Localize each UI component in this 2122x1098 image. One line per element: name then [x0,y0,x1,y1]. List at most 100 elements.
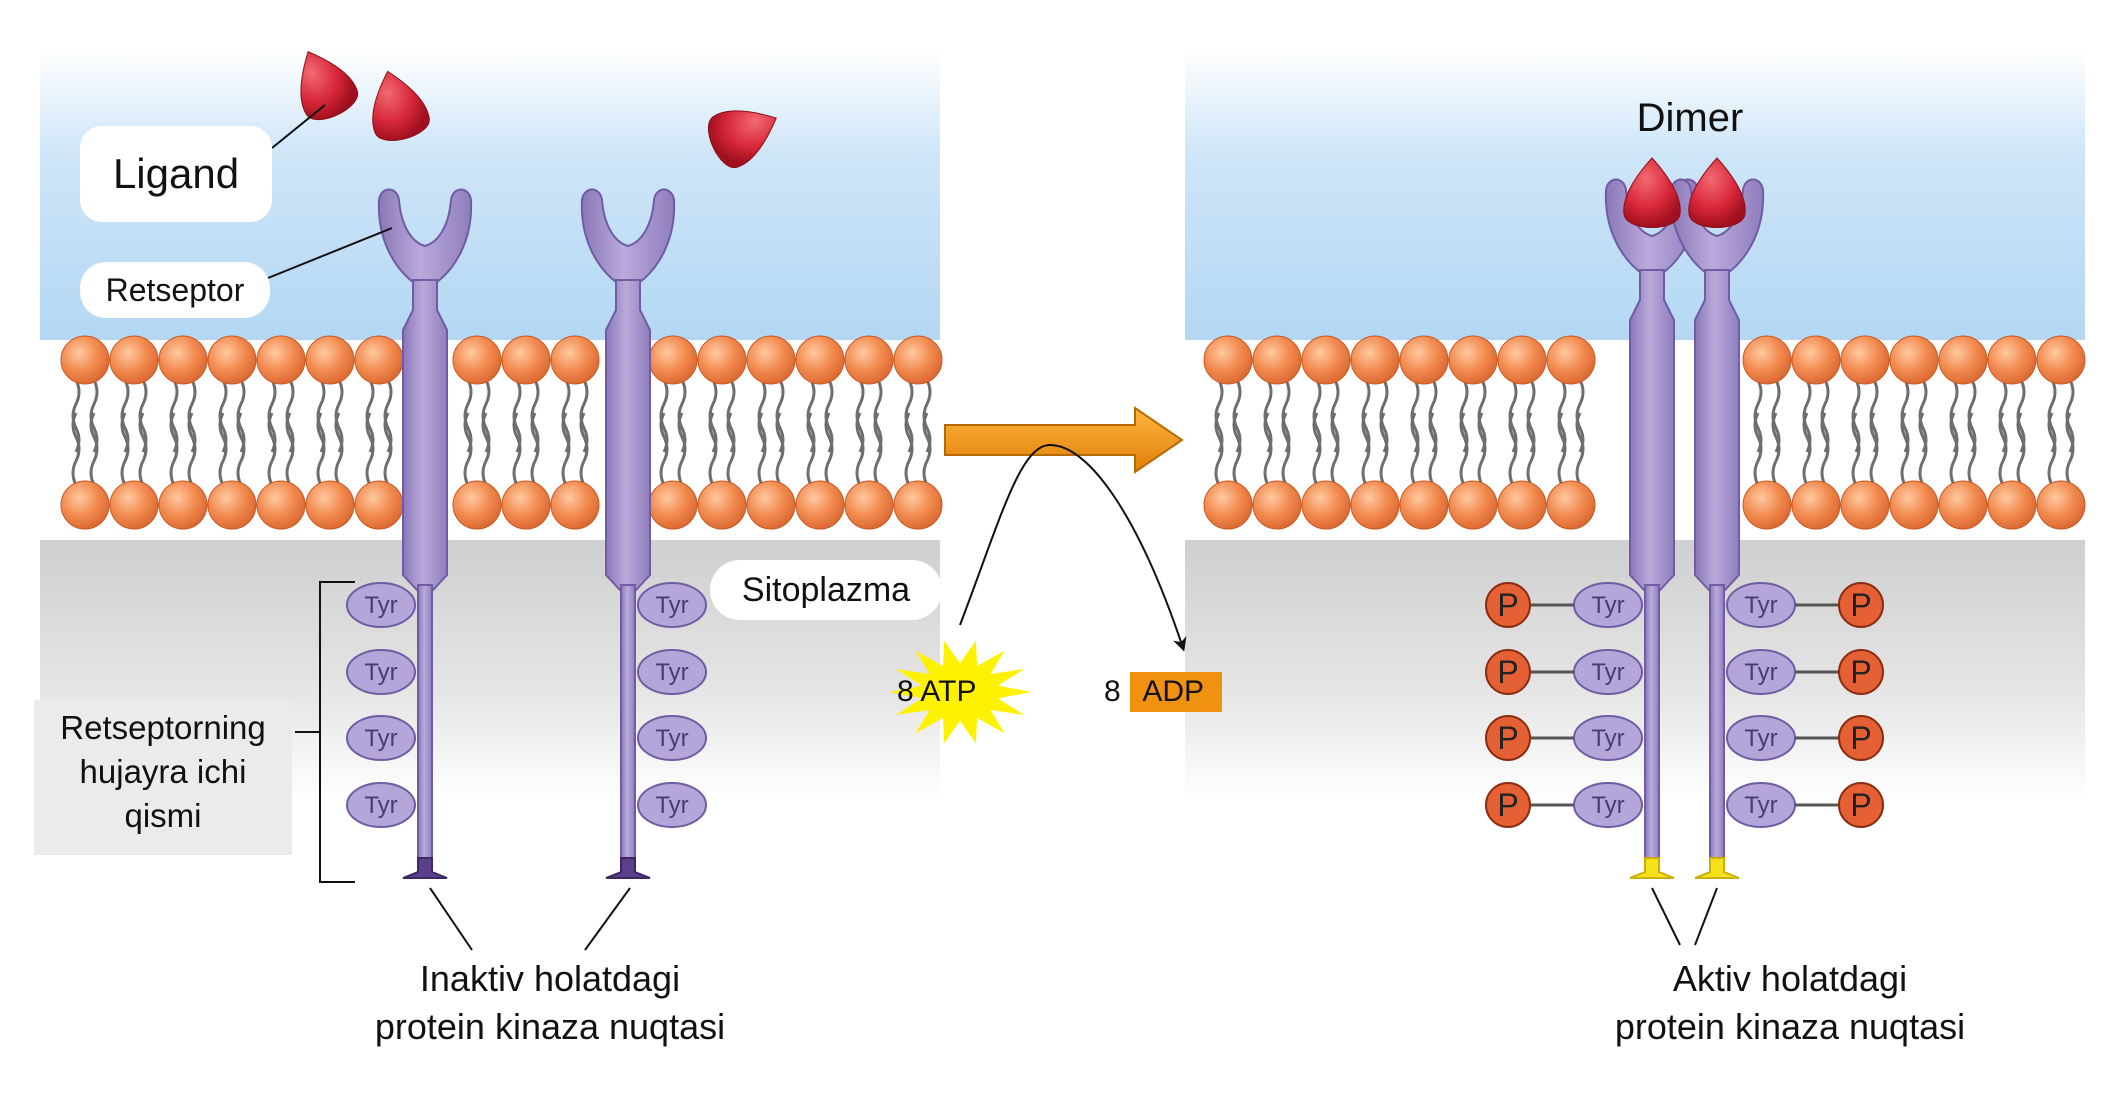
phosphate-label: P [1850,587,1871,623]
tyr-residue-label: Tyr [655,592,688,619]
lipid-tail [481,379,491,453]
lipid-tail [1330,379,1340,453]
lipid-tail [1508,379,1518,453]
tyr-residue-label: Tyr [1591,659,1624,686]
ligand-free-3 [708,110,777,168]
receptor-transmembrane-domain [1629,269,1675,591]
active-site-line-1: Aktiv holatdagi [1672,958,1908,999]
inactive-leader-1 [429,887,473,951]
activation-arrow [944,406,1184,474]
lipid-tail [1410,379,1420,453]
ligand-shape [1688,157,1746,228]
lipid-tail [1232,379,1242,453]
phospholipid-head [1938,335,1988,385]
kinase-domain [1694,857,1740,879]
ligands [300,51,1746,228]
lipid-tail [1998,379,2008,453]
receptor-transmembrane-domain [402,279,448,591]
lipid-tail [512,412,522,486]
phospholipid-head [1301,335,1351,385]
phospholipid-head [1448,335,1498,385]
phospholipid-head [1203,335,1253,385]
lipid-tail [187,412,197,486]
phospholipid-head [158,335,208,385]
phosphate-label: P [1850,720,1871,756]
lipid-tail [512,379,522,453]
lipid-tail [2016,412,2026,486]
lipid-tail [904,412,914,486]
ligand-label-text: Ligand [112,150,240,197]
lipid-tail [1477,412,1487,486]
tyr-residue-label: Tyr [1744,725,1777,752]
lipid-tail [1557,412,1567,486]
tyr-residue-label: Tyr [1744,659,1777,686]
lipid-tail [1459,412,1469,486]
phospholipid-head [452,335,502,385]
lipid-tail [757,412,767,486]
lipid-tail [365,412,375,486]
lipid-tail [138,379,148,453]
receptors: TyrTyrTyrTyrTyrTyrTyrTyrTyrPTyrPTyrPTyrP… [346,178,1884,879]
tyr-residue-label: Tyr [655,792,688,819]
phospholipid-head [1448,480,1498,530]
phospholipid-head [746,480,796,530]
lipid-tail [1281,412,1291,486]
lipid-tail [806,379,816,453]
tyr-residue-label: Tyr [1591,592,1624,619]
phospholipid-head [1252,480,1302,530]
inactive-leader-2 [584,887,631,951]
phospholipid-head [1546,480,1596,530]
phospholipid-head [648,480,698,530]
phospholipid-head [1938,480,1988,530]
phospholipid-head [207,335,257,385]
receptor-binding-arms [580,188,676,286]
phospholipid-head [844,335,894,385]
phospholipid-head [648,335,698,385]
phosphate-label: P [1497,654,1518,690]
lipid-tail [659,412,669,486]
lipid-tail [236,412,246,486]
lipid-tail [481,412,491,486]
phospholipid-head [1791,480,1841,530]
phospholipid-head [1497,335,1547,385]
atp-to-adp-curve [959,443,1187,652]
phospholipid-head [893,480,943,530]
phospholipid-head [1889,335,1939,385]
active-site-line-2: protein kinaza nuqtasi [1614,1006,1966,1047]
phospholipid-head [795,335,845,385]
dimer-label-text: Dimer [1636,96,1744,140]
phospholipid-head [1252,335,1302,385]
receptor-intracellular-stalk [1709,584,1725,871]
lipid-tail [1869,412,1879,486]
ligand-shape [708,110,777,168]
phospholipid-head [697,335,747,385]
lipid-tail [659,379,669,453]
phosphate-group [1485,782,1531,828]
lipid-tail [1379,412,1389,486]
phospholipid-head [452,480,502,530]
phospholipid-head [893,335,943,385]
lipid-tail [806,412,816,486]
lipid-tail [1851,412,1861,486]
kinase-domain [1629,857,1675,879]
lipid-tail [334,412,344,486]
phospholipid-head [844,480,894,530]
lipid-tail [267,379,277,453]
phospholipid-head [1840,480,1890,530]
tyr-residue [346,715,416,761]
ligand-free-2 [372,70,430,141]
adp-highlight [1130,672,1222,712]
phosphate-group [1838,582,1884,628]
active-leader-1 [1651,887,1681,946]
tyr-residue [637,649,707,695]
lipid-tail [285,412,295,486]
lipid-tail [1232,412,1242,486]
dimer-label: Dimer [1620,96,1760,141]
kinase-domain [402,857,448,879]
receptor-intracellular-stalk [1644,584,1660,871]
lipid-tail [2065,379,2075,453]
atp-name: ATP [920,675,977,708]
receptor-leader [267,227,393,279]
lipid-tail [1281,379,1291,453]
